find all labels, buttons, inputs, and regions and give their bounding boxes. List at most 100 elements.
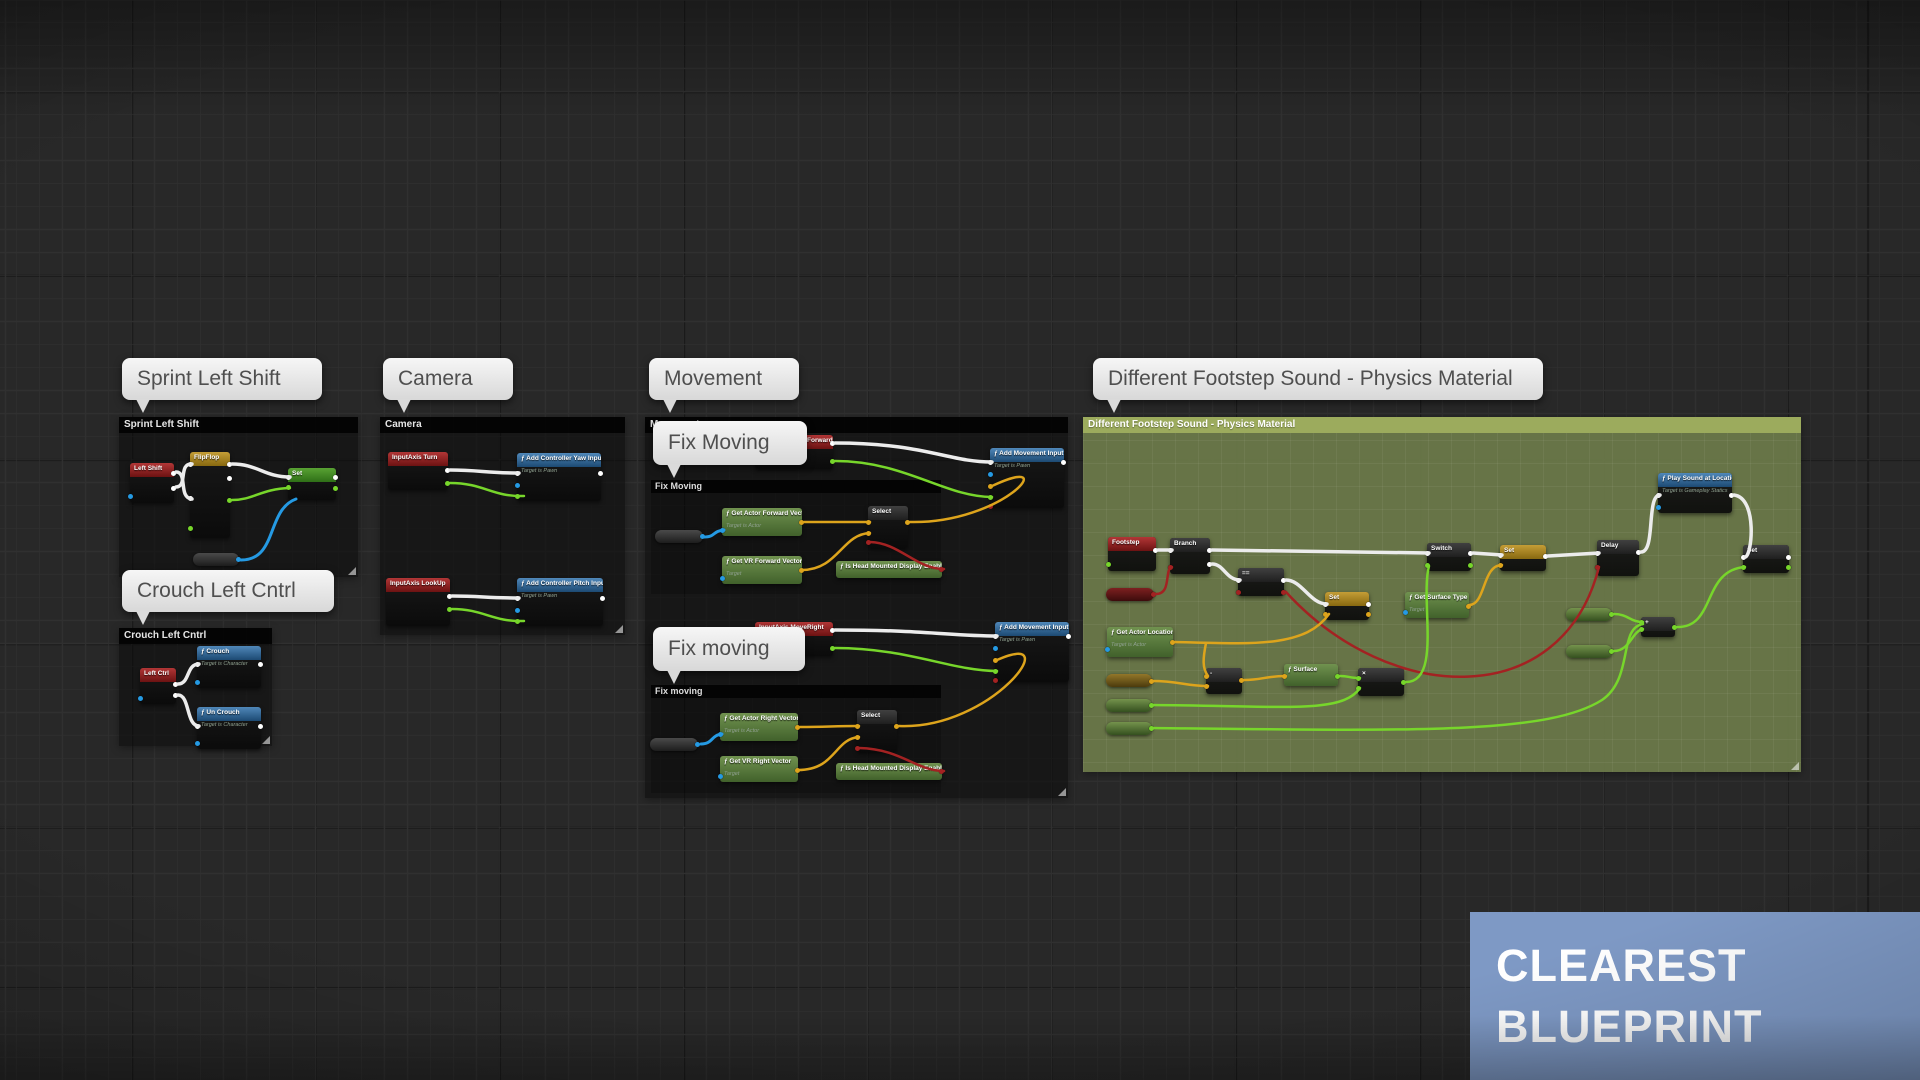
pill-float-3[interactable] (1566, 608, 1614, 621)
node-crouch-pin[interactable] (195, 680, 200, 685)
wire-blue-4[interactable] (239, 497, 298, 562)
node-equal-bool-pin[interactable] (1236, 590, 1241, 595)
node-equal-bool-pin[interactable] (1281, 578, 1286, 583)
comment-camera-title[interactable]: Camera (380, 417, 625, 433)
node-add-controller-pitch-pin[interactable] (515, 608, 520, 613)
wire-green-42[interactable] (1150, 622, 1645, 731)
node-set-float-final-pin[interactable] (1786, 565, 1791, 570)
node-flipflop-pin[interactable] (188, 526, 193, 531)
wire-white-11[interactable] (833, 441, 994, 464)
node-set-sound[interactable]: Set (1498, 545, 1548, 571)
wire-white-9[interactable] (450, 594, 521, 600)
node-flipflop[interactable]: FlipFlop (188, 452, 232, 538)
pill-vector[interactable] (1106, 674, 1154, 687)
node-inputaxis-moveright-pin[interactable] (830, 628, 835, 633)
wire-white-6[interactable] (176, 693, 201, 728)
node-add-movement-input-2-pin[interactable] (1066, 634, 1071, 639)
node-left-shift-event-pin[interactable] (128, 494, 133, 499)
wire-green-40[interactable] (1338, 674, 1362, 680)
node-vector-minus-pin[interactable] (1204, 674, 1209, 679)
node-delay[interactable]: Delay (1595, 540, 1641, 576)
wire-gold-39[interactable] (1467, 563, 1504, 607)
node-add-controller-yaw-pin[interactable] (515, 483, 520, 488)
node-set-float-final[interactable]: Set (1741, 545, 1791, 573)
wire-gold-20[interactable] (798, 724, 861, 729)
wire-green-41[interactable] (1150, 686, 1362, 709)
wire-gold-37[interactable] (1150, 679, 1210, 688)
node-add-movement-input-1-pin[interactable] (988, 472, 993, 477)
node-get-vr-right-vector-pin[interactable] (718, 774, 723, 779)
wire-gold-36[interactable] (1202, 641, 1210, 678)
node-add-movement-input-2-pin[interactable] (993, 678, 998, 683)
wire-red-33[interactable] (1154, 565, 1174, 596)
node-add-movement-input-2-pin[interactable] (993, 646, 998, 651)
node-float-add[interactable]: + (1639, 617, 1677, 637)
node-vector-minus[interactable]: - (1204, 668, 1244, 694)
node-inputaxis-lookup[interactable]: InputAxis LookUp (386, 578, 452, 626)
wire-white-29[interactable] (1639, 493, 1662, 554)
pill-character-movement[interactable] (193, 553, 241, 566)
node-equal-bool[interactable]: == (1236, 568, 1286, 596)
node-line-trace[interactable]: ƒ Surface (1282, 664, 1340, 686)
node-add-movement-input-1-pin[interactable] (1061, 460, 1066, 465)
node-set-walk-speed-pin[interactable] (333, 475, 338, 480)
inner-fix-moving-2-title[interactable]: Fix moving (651, 685, 941, 698)
node-inputaxis-lookup-pin[interactable] (447, 607, 452, 612)
node-left-ctrl-event-pin[interactable] (173, 682, 178, 687)
node-crouch-pin[interactable] (258, 662, 263, 667)
pill-float-4-pin[interactable] (1609, 649, 1614, 654)
node-select-2-pin[interactable] (894, 724, 899, 729)
node-left-ctrl-event-pin[interactable] (173, 693, 178, 698)
node-footstep-event[interactable]: Footstep (1106, 537, 1158, 571)
node-vector-minus-pin[interactable] (1239, 678, 1244, 683)
node-inputaxis-moveforward-pin[interactable] (830, 441, 835, 446)
node-set-vector[interactable]: Set (1323, 592, 1371, 620)
node-select-2[interactable]: Select (855, 710, 899, 752)
bubble-crouch-left-cntrl[interactable]: Crouch Left Cntrl (122, 570, 334, 625)
node-play-sound-at-location-pin[interactable] (1729, 493, 1734, 498)
wire-green-19[interactable] (833, 646, 999, 673)
node-inputaxis-turn-pin[interactable] (445, 481, 450, 486)
node-set-vector-pin[interactable] (1366, 612, 1371, 617)
node-get-surface-type-pin[interactable] (1403, 610, 1408, 615)
node-line-trace-pin[interactable] (1335, 674, 1340, 679)
node-switch-surface-pin[interactable] (1425, 563, 1430, 568)
wire-gold-38[interactable] (1242, 674, 1288, 682)
node-flipflop-pin[interactable] (227, 498, 232, 503)
wire-red-34[interactable] (1284, 565, 1601, 678)
node-left-shift-event-pin[interactable] (171, 471, 176, 476)
node-equal-bool-pin[interactable] (1281, 590, 1286, 595)
node-add-controller-pitch-pin[interactable] (600, 596, 605, 601)
pill-float-4[interactable] (1566, 645, 1614, 658)
node-inputaxis-moveright-pin[interactable] (830, 646, 835, 651)
comment-sprint-left-shift-title[interactable]: Sprint Left Shift (119, 417, 358, 433)
node-get-vr-forward-vector-pin[interactable] (720, 576, 725, 581)
pill-self-2[interactable] (650, 738, 700, 751)
node-get-actor-location-pin[interactable] (1105, 647, 1110, 652)
wire-gold-15[interactable] (908, 475, 1026, 524)
node-set-vector-pin[interactable] (1366, 602, 1371, 607)
node-footstep-event-pin[interactable] (1153, 548, 1158, 553)
inner-fix-moving-1-title[interactable]: Fix Moving (651, 480, 941, 493)
bubble-camera[interactable]: Camera (383, 358, 513, 413)
node-branch-pin[interactable] (1207, 548, 1212, 553)
wire-gold-14[interactable] (800, 531, 872, 572)
bubble-sprint-left-shift[interactable]: Sprint Left Shift (122, 358, 322, 413)
node-float-add-pin[interactable] (1672, 625, 1677, 630)
wire-white-7[interactable] (448, 468, 521, 475)
wire-white-31[interactable] (1210, 562, 1242, 582)
node-left-ctrl-event-pin[interactable] (138, 696, 143, 701)
wire-red-23[interactable] (857, 746, 946, 773)
wire-gold-21[interactable] (796, 735, 861, 772)
node-inputaxis-moveforward-pin[interactable] (830, 459, 835, 464)
node-uncrouch-pin[interactable] (258, 724, 263, 729)
node-footstep-event-pin[interactable] (1106, 562, 1111, 567)
node-inputaxis-turn-pin[interactable] (445, 468, 450, 473)
node-select-1-pin[interactable] (866, 540, 871, 545)
node-get-actor-right-vector-pin[interactable] (795, 725, 800, 730)
